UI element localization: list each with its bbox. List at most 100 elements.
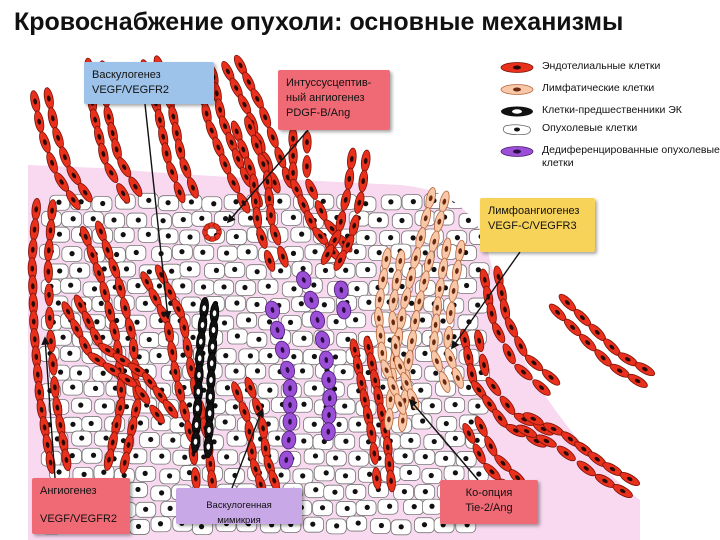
tumor-cell bbox=[71, 430, 93, 447]
endo-cell bbox=[207, 469, 217, 493]
tumor-cell bbox=[60, 277, 82, 294]
tumor-cell bbox=[69, 365, 91, 382]
endo-cell bbox=[266, 126, 279, 149]
vasculogenesis-label: Васкулогенез bbox=[92, 69, 161, 81]
endo-cell bbox=[161, 142, 172, 165]
page-title: Кровоснабжение опухоли: основные механиз… bbox=[14, 8, 624, 36]
tumor-cell bbox=[348, 450, 370, 467]
tumor-cell bbox=[281, 209, 302, 226]
tumor-cell bbox=[282, 245, 304, 262]
endo-cell bbox=[134, 385, 151, 405]
tumor-cell bbox=[401, 194, 423, 211]
prog-cell bbox=[193, 380, 203, 404]
tumor-cell bbox=[325, 450, 347, 467]
dediff-cell bbox=[264, 300, 281, 320]
dediff-cell bbox=[333, 280, 349, 300]
tumor-cell bbox=[313, 465, 335, 482]
endo-cell bbox=[52, 126, 64, 149]
lymph-cell bbox=[394, 393, 407, 415]
tumor-cell bbox=[257, 382, 279, 399]
prog-cell bbox=[191, 413, 202, 437]
endo-cell bbox=[514, 363, 533, 381]
tumor-cell bbox=[236, 312, 258, 329]
endo-cell bbox=[77, 182, 93, 203]
dediff-cell bbox=[296, 270, 312, 290]
tumor-cell bbox=[414, 517, 435, 534]
tumor-cell bbox=[139, 432, 160, 448]
endo-cell bbox=[39, 131, 51, 154]
endo-cell bbox=[264, 187, 275, 210]
lymph-cell bbox=[445, 301, 456, 325]
tumor-cell bbox=[421, 498, 443, 515]
lymph-cell bbox=[405, 267, 416, 290]
tumor-cell bbox=[292, 468, 314, 485]
endo-cell bbox=[384, 452, 395, 476]
tumor-cell bbox=[369, 518, 391, 534]
endo-cell bbox=[130, 398, 142, 421]
tumor-cell bbox=[380, 194, 402, 211]
legend-label: Клетки-предшественники ЭК bbox=[542, 104, 682, 116]
tumor-cell bbox=[94, 398, 116, 415]
endo-cell bbox=[535, 434, 557, 448]
endo-cell bbox=[462, 422, 476, 444]
endo-cell bbox=[541, 369, 561, 386]
endo-cell bbox=[98, 142, 109, 166]
lymph-cell bbox=[378, 268, 389, 291]
lymph-cell bbox=[395, 249, 406, 273]
endo-cell bbox=[30, 327, 40, 351]
tumor-cell bbox=[315, 263, 336, 279]
endo-cell bbox=[164, 321, 174, 344]
lymph-cell bbox=[415, 227, 426, 250]
legend-label: Лимфатические клетки bbox=[542, 82, 655, 94]
endo-cell bbox=[587, 451, 607, 468]
endo-cell bbox=[162, 399, 179, 419]
tumor-cell bbox=[171, 244, 193, 261]
endo-cell bbox=[274, 146, 287, 169]
tumor-cell bbox=[62, 379, 84, 396]
tumor-cell bbox=[193, 279, 215, 296]
intussusceptive-arrow bbox=[226, 129, 309, 224]
endo-cell bbox=[386, 469, 396, 493]
dediff-cell bbox=[322, 388, 338, 408]
endo-cell bbox=[333, 249, 347, 271]
tumor-cell bbox=[179, 229, 201, 246]
dediff-cell bbox=[320, 422, 336, 442]
tumor-cell bbox=[215, 380, 237, 397]
tumor-cell bbox=[217, 449, 238, 466]
endo-cell bbox=[174, 380, 185, 403]
endo-cell bbox=[573, 308, 592, 327]
endo-cell bbox=[70, 318, 84, 340]
endo-cell bbox=[363, 335, 374, 359]
tumor-cell bbox=[434, 450, 456, 467]
endo-cell bbox=[627, 373, 648, 388]
dediff-cell-icon bbox=[500, 146, 534, 157]
endothelial-cell-icon bbox=[500, 62, 534, 73]
endo-cell bbox=[376, 402, 387, 426]
lymph-cell bbox=[419, 270, 430, 293]
tumor-cell bbox=[150, 516, 172, 533]
endo-cell bbox=[30, 90, 41, 113]
tumor-cell bbox=[160, 432, 182, 449]
lymph-cell bbox=[432, 296, 442, 320]
tumor-cell bbox=[129, 519, 150, 535]
tumor-cell bbox=[392, 448, 414, 465]
endo-cell bbox=[463, 345, 474, 369]
tumor-cell bbox=[456, 278, 478, 294]
tumor-cell bbox=[226, 229, 247, 245]
dediff-cell bbox=[314, 330, 331, 350]
tumor-cell bbox=[61, 211, 83, 228]
tumor-cell bbox=[334, 398, 356, 415]
endo-cell bbox=[360, 149, 371, 173]
tumor-cell bbox=[215, 414, 236, 431]
endo-cell bbox=[353, 355, 364, 378]
tumor-cell bbox=[423, 434, 445, 450]
tumor-cell bbox=[201, 196, 223, 213]
tumor-cell bbox=[224, 262, 246, 278]
endo-cell bbox=[43, 87, 54, 110]
endo-cell bbox=[335, 210, 346, 233]
tumor-cell bbox=[444, 397, 466, 413]
tumor-cell bbox=[335, 501, 357, 517]
lymph-cell bbox=[406, 329, 417, 353]
tumor-cell bbox=[290, 226, 312, 243]
endo-cell bbox=[47, 199, 57, 222]
